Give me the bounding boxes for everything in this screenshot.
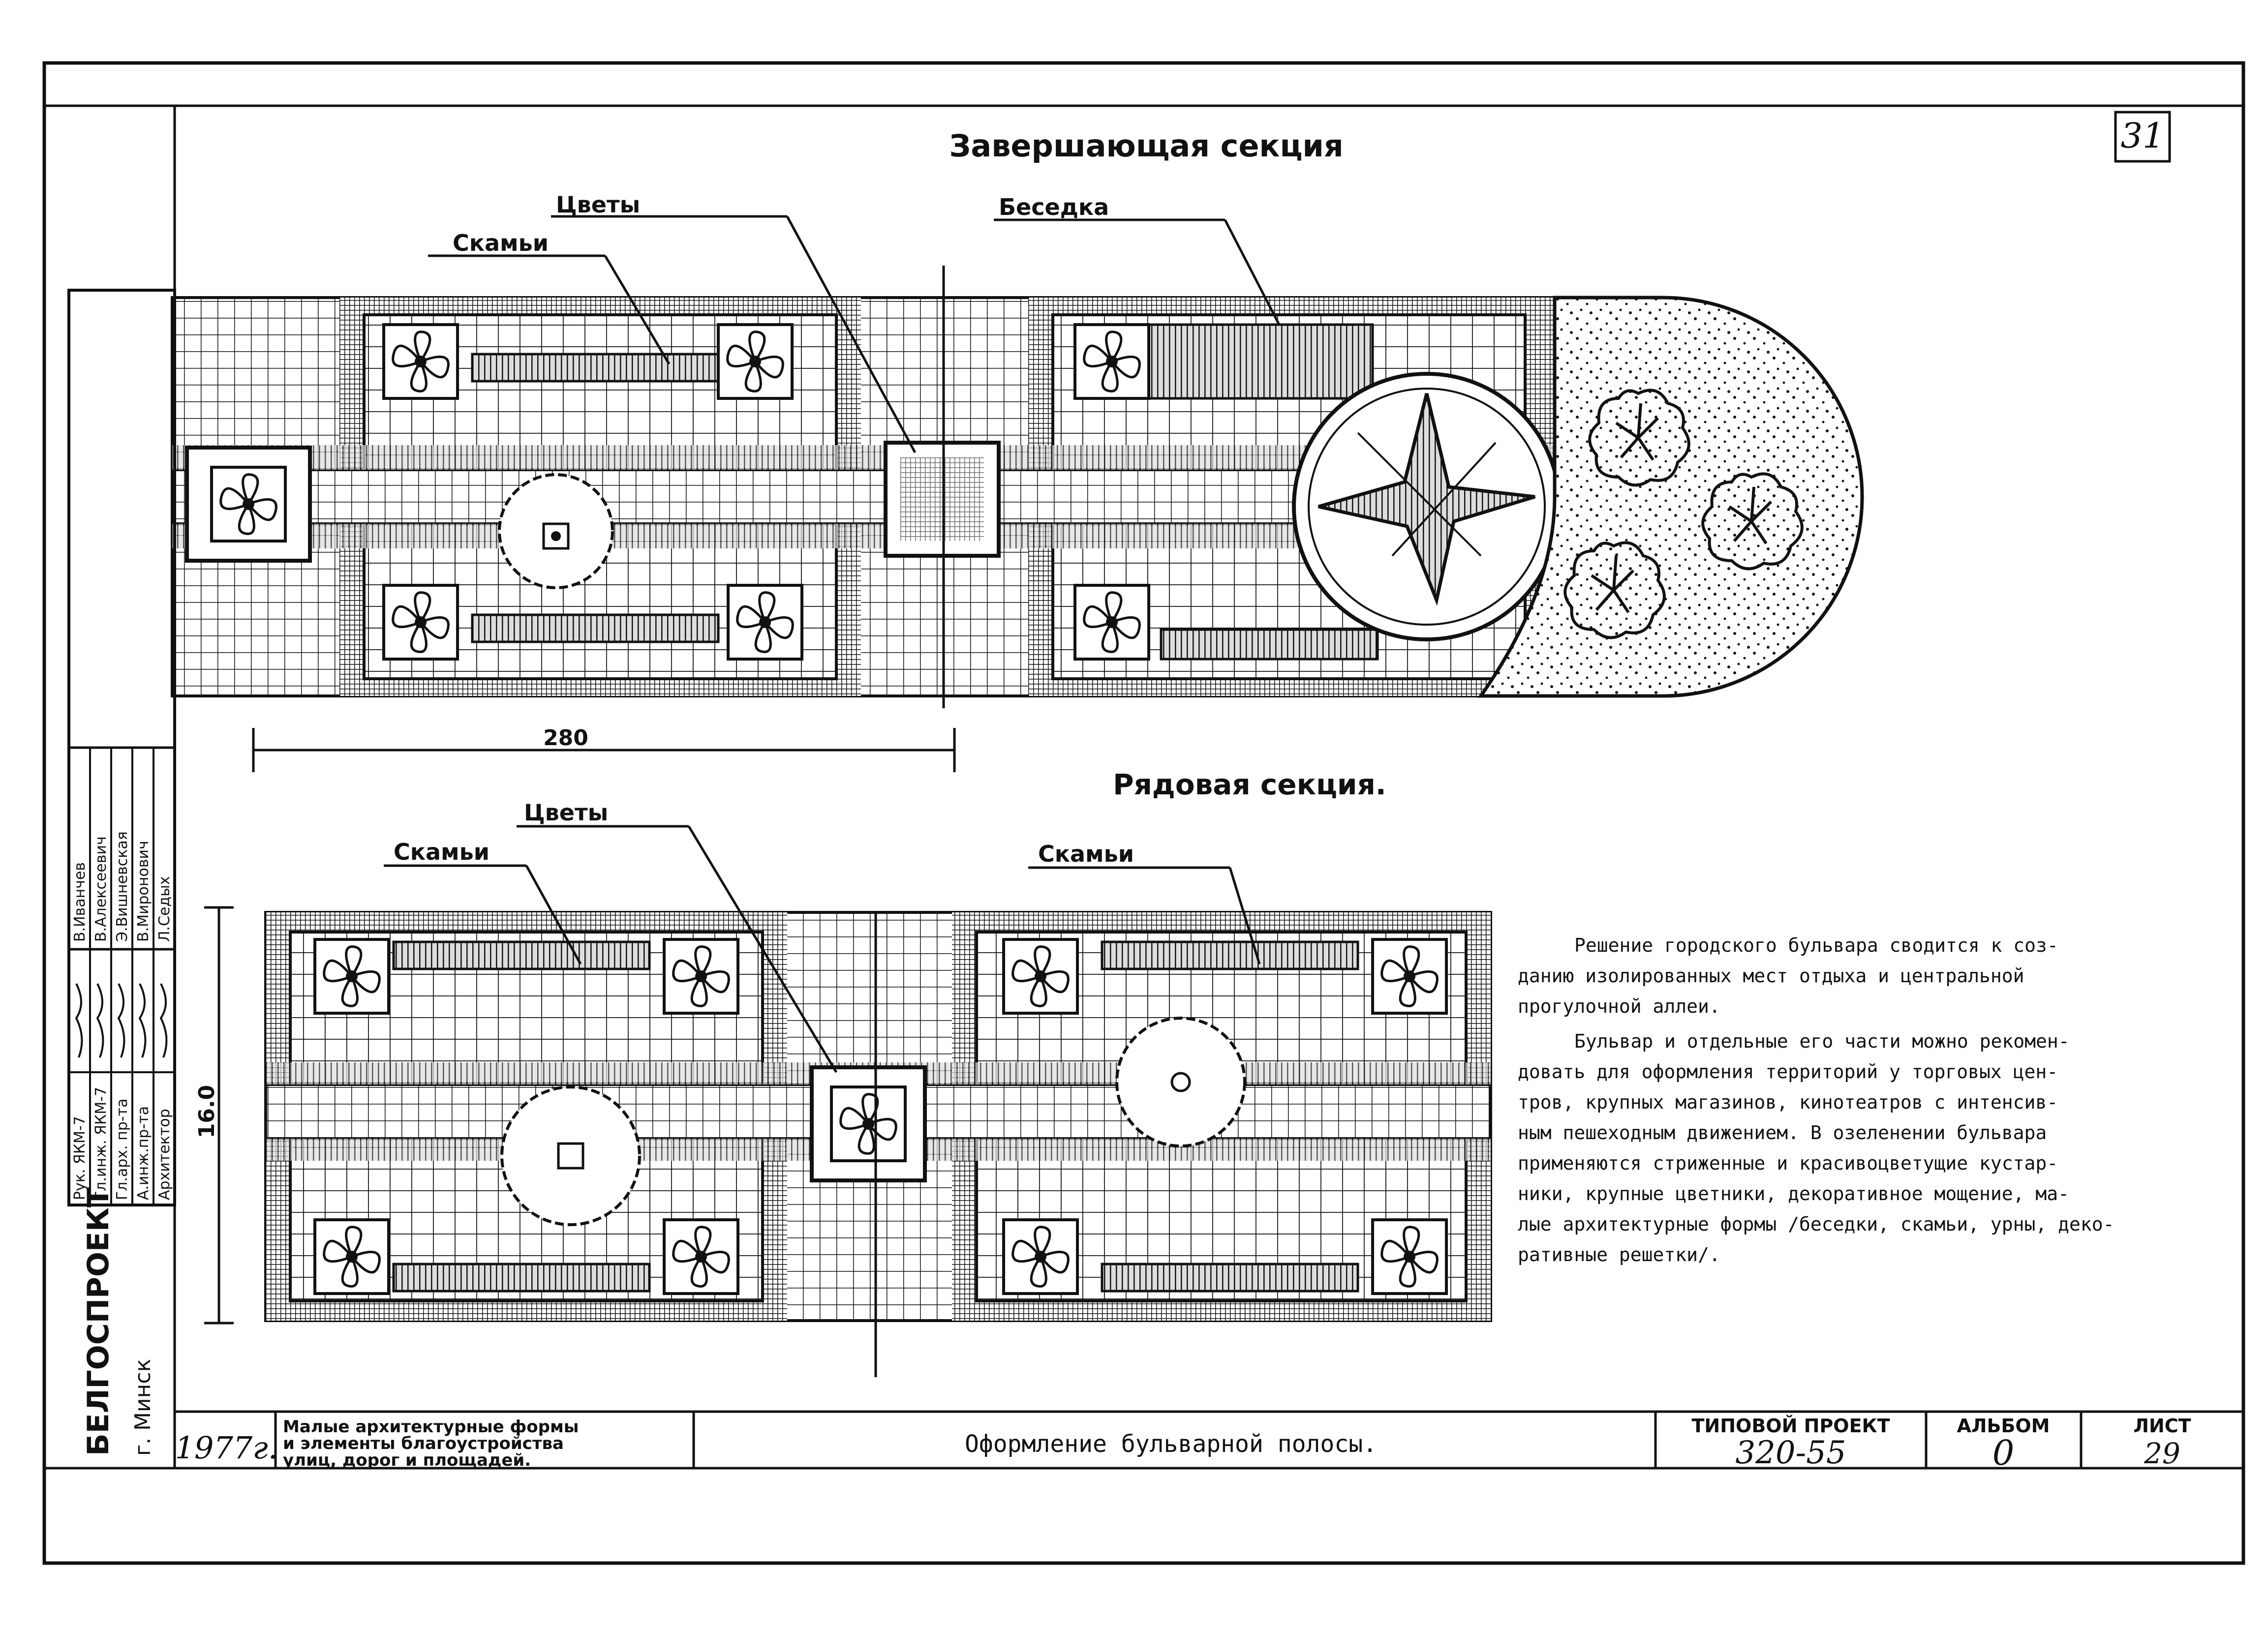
description-line: Решение городского бульвара сводится к с… [1574,935,2058,956]
description-line: Бульвар и отдельные его части можно реко… [1574,1030,2070,1052]
top-plan [171,266,1864,708]
description-line: ники, крупные цветники, декоративное мощ… [1518,1183,2069,1205]
description-line: прогулочной аллеи. [1518,996,1720,1017]
signature-name: В.Миронович [135,841,152,942]
signature-role: Рук. ЯКМ-7 [71,1116,89,1200]
signature-role: Гл.инж. ЯКМ-7 [92,1087,110,1200]
svg-text:Цветы: Цветы [556,191,640,218]
description-line: данию изолированных мест отдыха и центра… [1518,965,2024,987]
signature-name: В.Иванчев [71,862,89,942]
org-name: БЕЛГОСПРОЕКТ [81,1187,116,1456]
top-dimension: 280 [252,725,956,772]
project-number: 320-55 [1735,1435,1846,1471]
top-section-title: Завершающая секция [949,128,1343,164]
svg-text:31: 31 [2120,116,2164,156]
description: Решение городского бульвара сводится к с… [1518,935,2115,1266]
year: 1977г. [175,1430,278,1466]
svg-text:Скамьи: Скамьи [394,839,490,865]
signature-name: В.Алексеевич [92,836,110,942]
album-number: 0 [1992,1433,2015,1473]
outer-border [42,61,2245,1565]
signature-role: А.инж.пр-та [135,1106,152,1200]
bottom-plan [264,911,1492,1377]
signature-name: Э.Вишневская [114,831,131,942]
signature-name: Л.Седых [156,876,173,942]
album-title-line: Малые архитектурные формы [283,1417,579,1437]
description-line: довать для оформления территорий у торго… [1518,1061,2058,1083]
svg-text:Беседка: Беседка [999,194,1109,220]
description-line: применяются стриженные и красивоцветущие… [1518,1152,2058,1174]
svg-text:Скамьи: Скамьи [453,230,549,256]
title-block: 1977г. Малые архитектурные формы и элеме… [175,1410,2243,1473]
svg-text:16.0: 16.0 [194,1085,219,1139]
bottom-labels: Цветы Скамьи Скамьи [384,799,1261,1073]
album-title-line: и элементы благоустройства [283,1434,564,1453]
org-city: г. Минск [130,1359,155,1456]
bottom-dimension: 16.0 [194,906,234,1325]
project-label: ТИПОВОЙ ПРОЕКТ [1691,1415,1890,1437]
description-line: ративные решетки/. [1518,1244,1720,1266]
svg-text:Цветы: Цветы [524,799,608,826]
signature-table: Рук. ЯКМ-7 Гл.инж. ЯКМ-7 Гл.арх. пр-та А… [67,289,176,1456]
bottom-section-title: Рядовая секция. [1113,768,1386,801]
sheet-label: ЛИСТ [2133,1415,2191,1437]
description-line: лые архитектурные формы /беседки, скамьи… [1518,1213,2115,1235]
svg-text:Скамьи: Скамьи [1038,841,1134,867]
top-labels: Цветы Скамьи Беседка [428,191,1281,453]
signature-role: Гл.арх. пр-та [114,1098,131,1200]
sheet-tag: 31 [2114,111,2171,163]
description-line: ным пешеходным движением. В озеленении б… [1518,1122,2047,1144]
album-label: АЛЬБОМ [1957,1415,2050,1437]
signature-role: Архитектор [156,1109,173,1200]
sheet-title: Оформление бульварной полосы. [965,1430,1377,1458]
description-line: тров, крупных магазинов, кинотеатров с и… [1518,1091,2058,1113]
sheet-number: 29 [2144,1437,2180,1470]
album-title-line: улиц, дорог и площадей. [283,1450,531,1470]
svg-text:280: 280 [543,725,588,751]
